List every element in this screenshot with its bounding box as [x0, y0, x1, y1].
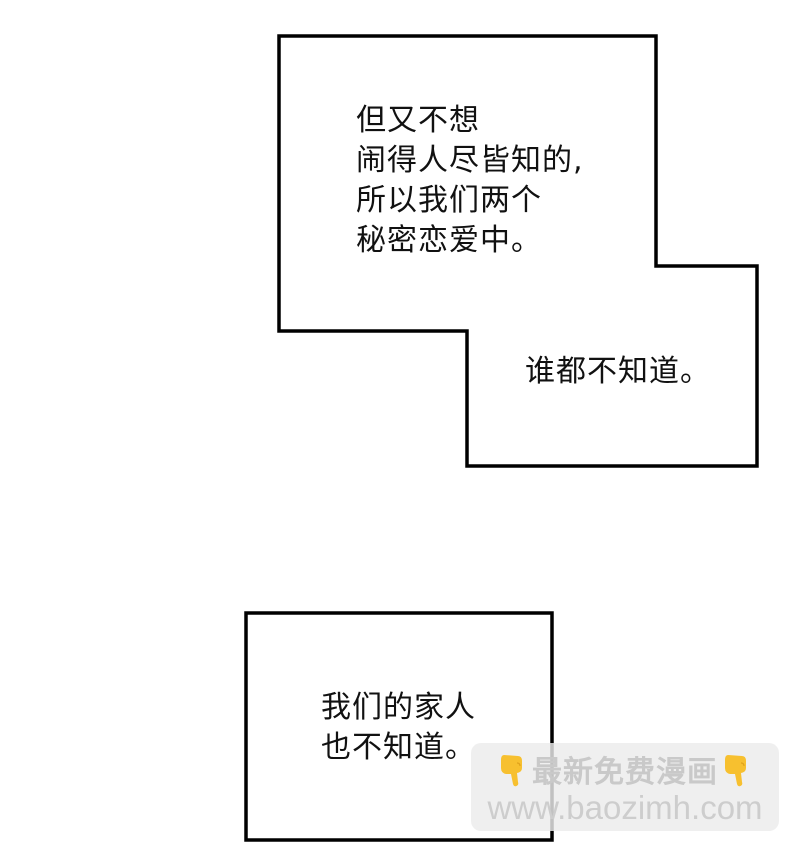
- watermark-title-row: 最新免费漫画: [471, 749, 779, 790]
- stepped-caption-box: [277, 34, 759, 468]
- watermark-banner[interactable]: 最新免费漫画 www.baozimh.com: [471, 743, 779, 831]
- pointing-down-hand-icon: [722, 751, 752, 787]
- watermark-title: 最新免费漫画: [532, 755, 718, 790]
- caption-family-unaware: 我们的家人 也不知道。: [321, 688, 476, 768]
- caption-line: 所以我们两个: [356, 183, 542, 218]
- caption-nobody-knows: 谁都不知道。: [525, 352, 711, 392]
- watermark-url[interactable]: www.baozimh.com: [487, 789, 763, 826]
- pointing-down-hand-icon: [498, 751, 528, 787]
- caption-line: 我们的家人: [321, 690, 476, 725]
- caption-line: 也不知道。: [321, 730, 476, 765]
- caption-line: 闹得人尽皆知的,: [356, 143, 584, 178]
- caption-secret-romance: 但又不想 闹得人尽皆知的, 所以我们两个 秘密恋爱中。: [356, 101, 584, 261]
- caption-line: 但又不想: [356, 103, 480, 138]
- caption-line: 秘密恋爱中。: [356, 223, 542, 258]
- caption-line: 谁都不知道。: [525, 354, 711, 389]
